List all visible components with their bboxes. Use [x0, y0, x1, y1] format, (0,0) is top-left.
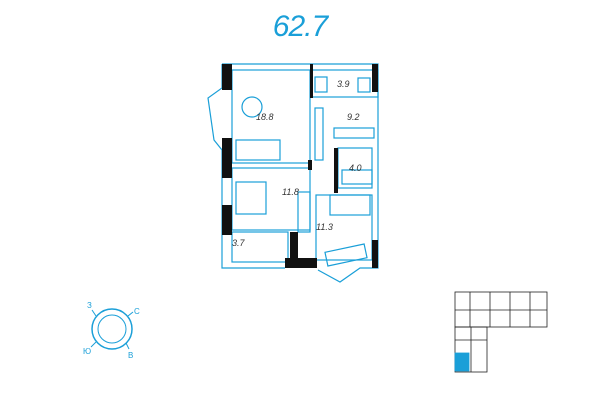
room-area-hall: 9.2 — [347, 112, 360, 122]
room-area-kitchen-living: 18.8 — [256, 112, 274, 122]
walls — [222, 64, 378, 268]
compass — [90, 308, 134, 350]
compass-north: С — [134, 307, 140, 316]
room-area-bedroom: 11.8 — [282, 187, 299, 197]
building-minimap — [454, 291, 548, 373]
room-area-bath: 4.0 — [349, 163, 362, 173]
room-area-bathroom: 3.9 — [337, 79, 350, 89]
compass-south: Ю — [83, 347, 91, 356]
compass-east: В — [128, 351, 133, 360]
plan-outline — [207, 63, 379, 283]
room-labels: 18.8 3.9 9.2 4.0 11.8 3.7 11.3 — [232, 79, 362, 248]
compass-west: З — [87, 301, 92, 310]
total-area: 62.7 — [272, 10, 328, 43]
apartment-highlight — [454, 352, 470, 372]
room-area-room: 11.3 — [316, 222, 333, 232]
room-area-balcony: 3.7 — [232, 238, 246, 248]
